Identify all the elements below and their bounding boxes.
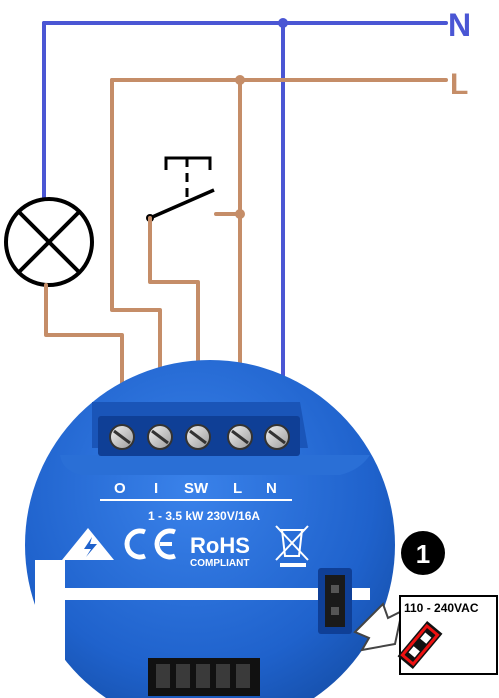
live-label: L [450, 68, 468, 101]
voltage-text: 110 - 240VAC [404, 601, 479, 615]
terminal-screw-l [227, 424, 253, 450]
switch-wire [148, 216, 200, 422]
pointer-arrow-icon [353, 602, 404, 652]
rohs-compliant-text: COMPLIANT [190, 558, 249, 569]
live-wire [110, 75, 448, 422]
callout-number: 1 [416, 539, 430, 569]
weee-bin-icon [275, 525, 309, 567]
ce-mark-icon [124, 528, 176, 560]
neutral-label: N [448, 7, 471, 43]
relay-device: O I SW L N 1 - 3.5 kW 230V/16A RoHS COMP… [25, 360, 395, 698]
terminal-label-sw: SW [184, 480, 209, 497]
terminal-screw-i [147, 424, 173, 450]
warning-triangle-icon [62, 528, 114, 560]
rating-text: 1 - 3.5 kW 230V/16A [148, 509, 260, 523]
terminal-label-i: I [154, 480, 158, 497]
switch-icon [146, 156, 215, 222]
terminal-label-l: L [233, 480, 242, 497]
rohs-text: RoHS [190, 533, 250, 558]
bottom-connector [148, 658, 260, 696]
terminal-screw-o [109, 424, 135, 450]
terminal-screw-sw [185, 424, 211, 450]
terminal-label-o: O [114, 480, 126, 497]
terminal-screw-n [264, 424, 290, 450]
callout-number-badge: 1 [401, 531, 445, 575]
jumper-icon [397, 620, 443, 670]
jumper-connector [318, 568, 352, 634]
load-wire [44, 283, 124, 422]
voltage-box: 110 - 240VAC [397, 595, 498, 675]
lamp-icon [4, 197, 94, 287]
neutral-wire [42, 18, 448, 422]
terminal-label-n: N [266, 480, 277, 497]
